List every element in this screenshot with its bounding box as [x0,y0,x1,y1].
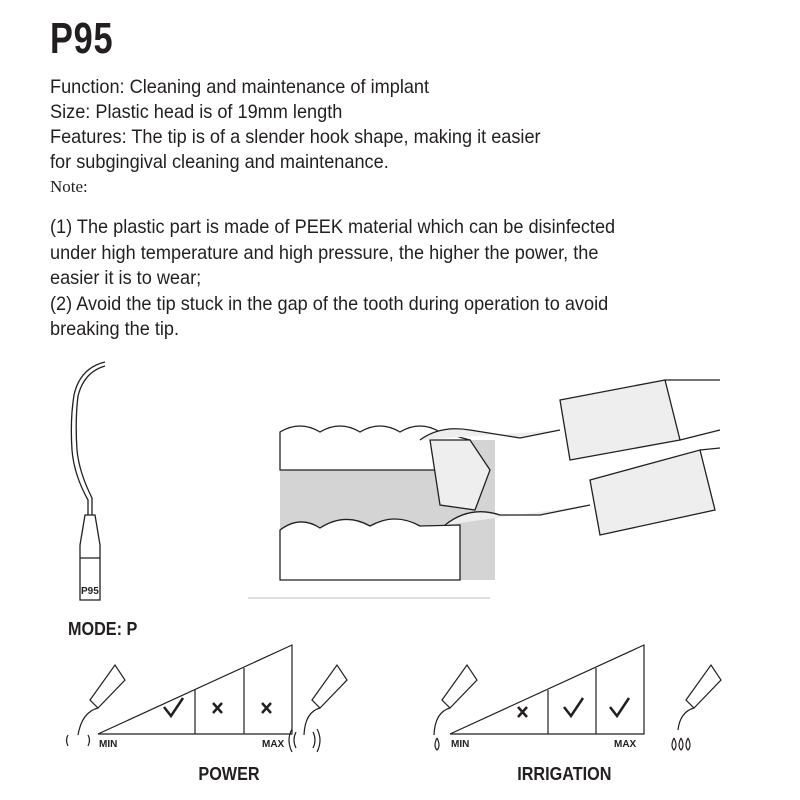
irrigation-min-label: MIN [451,739,470,750]
cross-icon [261,702,272,714]
teeth-illustration [248,425,495,599]
size-text: Size: Plastic head is of 19mm length [50,101,343,123]
power-caption: POWER [198,764,260,784]
cross-icon [212,702,223,714]
note-1: (1) The plastic part is made of PEEK mat… [50,216,616,238]
note-2: (2) Avoid the tip stuck in the gap of th… [50,293,609,315]
power-min-label: MIN [99,739,118,750]
low-water-handpiece-icon [433,663,478,751]
check-icon [563,697,585,719]
high-power-handpiece-icon [288,663,348,753]
check-icon [163,697,185,719]
irrigation-max-label: MAX [614,739,637,750]
handpiece-illustration [419,379,721,536]
note-label: Note: [50,177,88,196]
power-max-label: MAX [262,739,285,750]
note-2-cont: breaking the tip. [50,318,180,340]
irrigation-chart [449,644,645,735]
high-water-handpiece-icon [671,663,722,751]
features-text: Features: The tip is of a slender hook s… [50,126,541,148]
low-power-handpiece-icon [65,663,126,747]
mode-label: MODE: P [68,619,138,639]
power-chart [97,644,293,735]
check-icon [609,697,631,719]
note-1-cont: under high temperature and high pressure… [50,242,599,264]
features-text-cont: for subgingival cleaning and maintenance… [50,151,389,173]
function-text: Function: Cleaning and maintenance of im… [50,76,430,98]
irrigation-caption: IRRIGATION [517,764,612,784]
cross-icon [517,706,528,718]
tip-label: P95 [81,586,99,597]
note-1-cont2: easier it is to wear; [50,267,202,289]
tip-illustration [70,361,106,601]
page-title: P95 [50,14,114,63]
